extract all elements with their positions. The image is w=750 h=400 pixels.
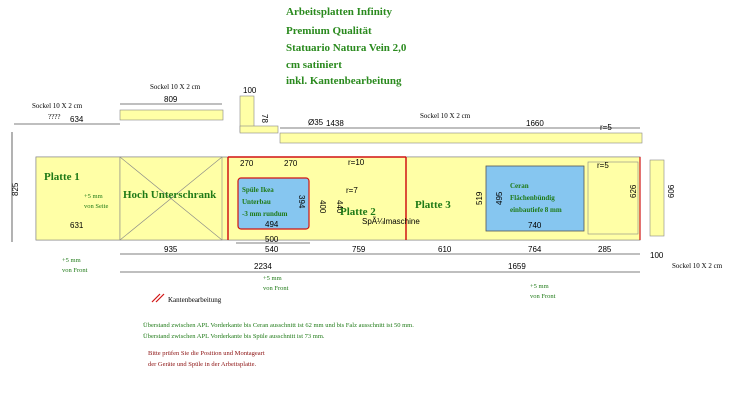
platte-2-label: Platte 2 bbox=[340, 206, 376, 218]
title-line-3: Statuario Natura Vein 2,0 bbox=[286, 42, 407, 54]
dim-809: 809 bbox=[164, 95, 178, 104]
dim-100-top: 100 bbox=[243, 86, 257, 95]
ceran-label-1: Ceran bbox=[510, 182, 529, 190]
dim-78: 78 bbox=[260, 114, 269, 123]
dim-1659: 1659 bbox=[508, 262, 526, 271]
dim-634: 634 bbox=[70, 115, 84, 124]
sockel-strip-long bbox=[279, 132, 643, 144]
dim-759: 759 bbox=[352, 245, 366, 254]
radius-5-right: r=5 bbox=[597, 161, 609, 170]
dim-400: 400 bbox=[318, 200, 327, 214]
hoch-cross-2 bbox=[119, 156, 223, 241]
dim-825: 825 bbox=[11, 182, 20, 196]
sockel-label-right: Sockel 10 X 2 cm bbox=[672, 262, 723, 270]
footer-line-2: Überstand zwischen APL Vorderkante bis S… bbox=[143, 333, 325, 340]
ceran-cutout bbox=[485, 165, 585, 232]
radius-7: r=7 bbox=[346, 186, 358, 195]
dim-1660: 1660 bbox=[526, 119, 544, 128]
note-seite-1: +5 mm bbox=[84, 193, 103, 200]
sockel-piece-horizontal bbox=[239, 125, 279, 134]
dim-35: Ø35 bbox=[308, 118, 324, 127]
dim-500: 500 bbox=[265, 235, 279, 244]
sockel-label-mid: Sockel 10 X 2 cm bbox=[420, 112, 471, 120]
note-front-right-2: von Front bbox=[530, 293, 556, 300]
radius-5-top: r=5 bbox=[600, 123, 612, 132]
title-line-5: inkl. Kantenbearbeitung bbox=[286, 75, 402, 87]
note-front-mid-2: von Front bbox=[263, 285, 289, 292]
ceran-label-2: Flächenbündig bbox=[510, 194, 555, 202]
platte-1-label: Platte 1 bbox=[44, 171, 80, 183]
dim-285: 285 bbox=[598, 245, 612, 254]
kanten-mark-2 bbox=[155, 293, 165, 303]
kanten-mark-1 bbox=[151, 293, 161, 303]
dim-935: 935 bbox=[164, 245, 178, 254]
footer-line-1: Überstand zwischen APL Vorderkante bis C… bbox=[143, 322, 414, 329]
radius-10: r=10 bbox=[348, 158, 365, 167]
title-line-2: Premium Qualität bbox=[286, 25, 372, 37]
sockel-strip-top-left bbox=[119, 109, 224, 121]
ceran-label-3: einbautiefe 8 mm bbox=[510, 206, 562, 214]
note-front-left-1: +5 mm bbox=[62, 257, 81, 264]
right-end-piece bbox=[587, 161, 639, 235]
platte-3-label: Platte 3 bbox=[415, 199, 451, 211]
dim-1438: 1438 bbox=[326, 119, 344, 128]
note-front-right-1: +5 mm bbox=[530, 283, 549, 290]
note-seite-2: von Seite bbox=[84, 203, 108, 210]
dim-270-right: 270 bbox=[284, 159, 298, 168]
dim-540: 540 bbox=[265, 245, 279, 254]
platte-1-area bbox=[35, 156, 121, 241]
dim-610: 610 bbox=[438, 245, 452, 254]
note-front-mid-1: +5 mm bbox=[263, 275, 282, 282]
dim-519: 519 bbox=[475, 191, 484, 205]
dim-440: 440 bbox=[335, 200, 344, 214]
footer-line-4: der Geräte und Spüle in der Arbeitsplatt… bbox=[148, 361, 256, 368]
dim-2234: 2234 bbox=[254, 262, 272, 271]
title-line-1: Arbeitsplatten Infinity bbox=[286, 6, 393, 18]
sockel-label-top-left: Sockel 10 X 2 cm bbox=[150, 83, 201, 91]
dim-626: 626 bbox=[629, 184, 638, 198]
sink-label-3: -3 mm rundum bbox=[242, 210, 288, 218]
note-front-left-2: von Front bbox=[62, 267, 88, 274]
dim-764: 764 bbox=[528, 245, 542, 254]
spuelmaschine-label: SpÃ¼lmaschine bbox=[362, 217, 420, 226]
sink-cutout bbox=[237, 177, 310, 230]
sockel-vertical-right bbox=[649, 159, 665, 237]
dim-270-left: 270 bbox=[240, 159, 254, 168]
dim-606: 606 bbox=[667, 184, 676, 198]
title-line-4: cm satiniert bbox=[286, 59, 342, 71]
sockel-label-left: Sockel 10 X 2 cm bbox=[32, 102, 83, 110]
dim-100-bottom: 100 bbox=[650, 251, 664, 260]
dim-495: 495 bbox=[495, 191, 504, 205]
sink-dim-494: 494 bbox=[265, 220, 279, 229]
dim-631: 631 bbox=[70, 221, 84, 230]
sink-label-2: Unterbau bbox=[242, 198, 271, 206]
ceran-dim-740: 740 bbox=[528, 221, 542, 230]
footer-line-3: Bitte prüfen Sie die Position und Montag… bbox=[148, 350, 265, 357]
kanten-legend-label: Kantenbearbeitung bbox=[168, 296, 222, 304]
dim-394: 394 bbox=[297, 195, 306, 209]
question-marks: ???? bbox=[48, 113, 60, 121]
sink-label-1: Spüle Ikea bbox=[242, 186, 274, 194]
hoch-unterschrank-label: Hoch Unterschrank bbox=[123, 189, 217, 201]
